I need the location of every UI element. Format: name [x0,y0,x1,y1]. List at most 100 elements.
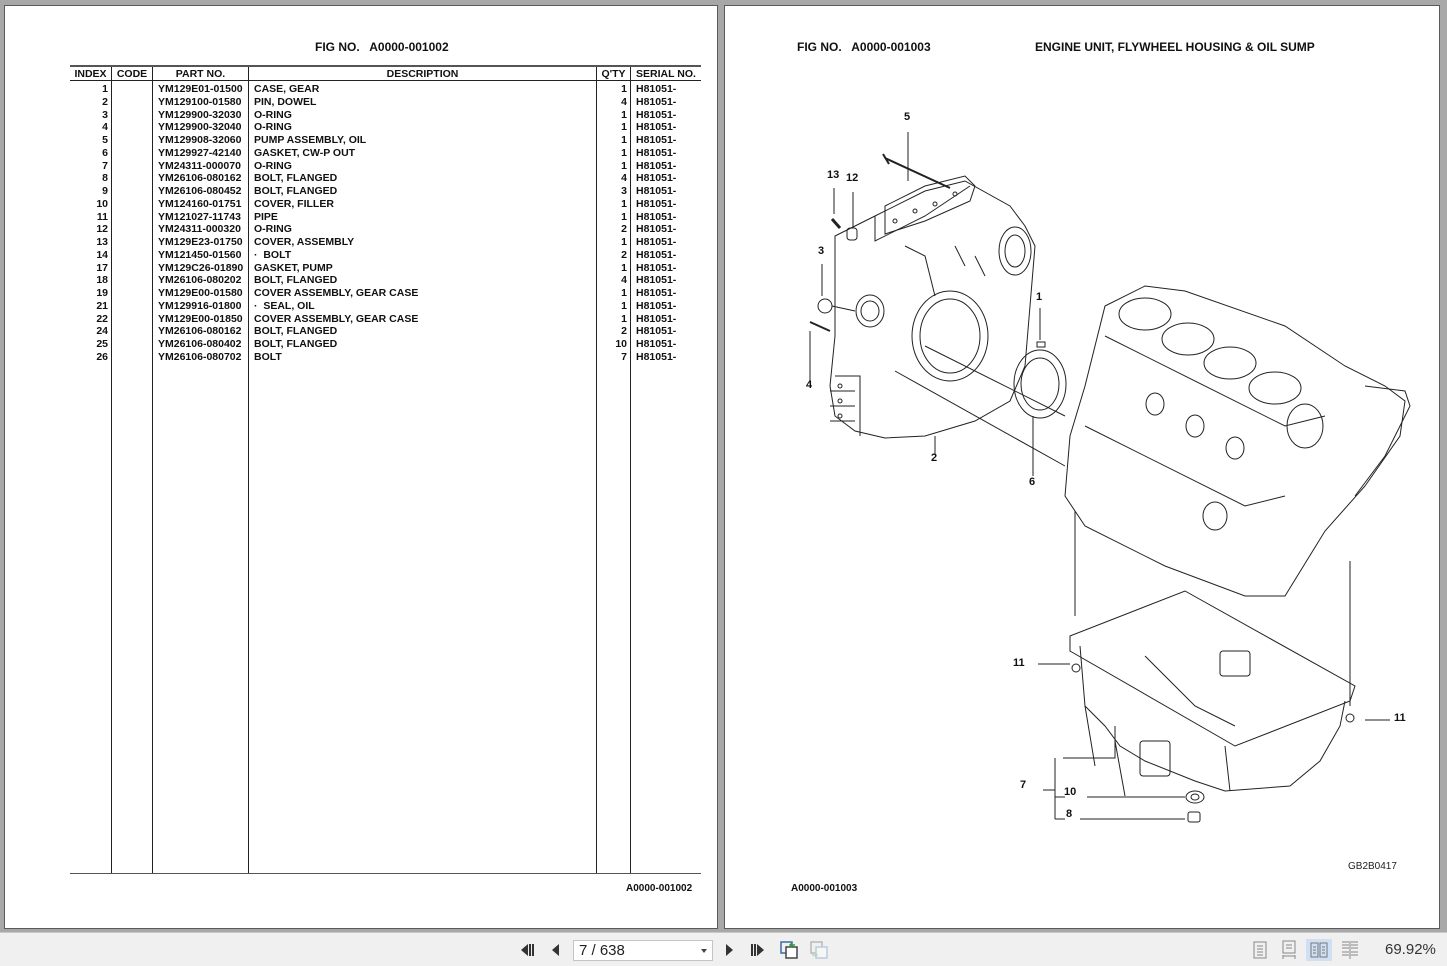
cell-index: 26 [96,350,108,363]
cell-qty: 1 [621,134,627,146]
cell-index: 14 [96,248,108,261]
page-footer-code: A0000-001002 [626,883,693,894]
cell-qty: 1 [621,121,627,134]
callout-1: 1 [1036,291,1043,303]
continuous-page-icon [1282,940,1296,959]
last-page-icon [751,944,764,956]
cell-index: 4 [102,121,108,134]
cell-index: 21 [96,299,108,312]
cell-part-no: YM129927-42140 [158,146,242,159]
last-page-button[interactable] [747,939,769,961]
cell-index: 22 [96,312,108,325]
cell-qty: 2 [621,248,627,261]
zoom-level[interactable]: 69.92% [1385,941,1436,958]
fig-number: FIG NO. A0000-001003 [797,40,931,54]
cell-qty: 1 [621,299,627,312]
cell-serial: H81051- [636,325,677,338]
next-page-button[interactable] [721,939,739,961]
cell-serial: H81051- [636,274,677,287]
page-number-select[interactable]: 7 / 638 [573,940,713,961]
cell-description: GASKET, CW-P OUT [254,146,356,159]
cell-serial: H81051- [636,159,677,172]
cell-index: 13 [96,236,108,248]
cell-description: BOLT, FLANGED [254,325,338,338]
cell-qty: 1 [621,83,627,95]
cell-qty: 4 [621,274,627,287]
continuous-facing-view-button[interactable] [1339,939,1361,961]
cell-index: 7 [102,159,108,172]
cell-part-no: YM124160-01751 [158,197,242,210]
cell-description: COVER, ASSEMBLY [254,236,355,248]
cell-part-no: YM129E00-01580 [158,287,243,299]
col-header-index: INDEX [74,68,107,80]
cell-qty: 4 [621,95,627,108]
cell-serial: H81051- [636,248,677,261]
previous-view-button[interactable] [778,939,800,961]
cell-part-no: YM26106-080162 [158,325,242,338]
cell-serial: H81051- [636,172,677,185]
single-page-view-button[interactable] [1249,939,1271,961]
cell-serial: H81051- [636,95,677,108]
cell-description: · SEAL, OIL [254,299,315,312]
cell-serial: H81051- [636,350,677,363]
cell-qty: 1 [621,287,627,299]
col-header-code: CODE [116,68,148,80]
facing-pages-view-button[interactable] [1306,939,1332,961]
previous-view-icon [780,941,798,959]
chevron-down-icon [701,949,707,953]
cell-description: PUMP ASSEMBLY, OIL [254,134,367,146]
cell-part-no: YM129908-32060 [158,134,242,146]
cell-index: 8 [102,172,108,185]
page-right: FIG NO. A0000-001003 ENGINE UNIT, FLYWHE… [724,5,1440,929]
parts-table: INDEX CODE PART NO. DESCRIPTION Q'TY SER… [70,65,701,874]
document-viewport[interactable]: FIG NO. A0000-001002 INDEX CODE PART NO.… [0,0,1447,932]
cell-serial: H81051- [636,146,677,159]
cell-part-no: YM121450-01560 [158,248,242,261]
cell-part-no: YM24311-000320 [158,223,241,236]
cell-index: 25 [96,338,108,350]
page-left: FIG NO. A0000-001002 INDEX CODE PART NO.… [4,5,718,929]
callout-2: 2 [931,452,938,464]
next-page-icon [726,944,733,956]
cell-index: 17 [96,261,108,274]
cell-part-no: YM129100-01580 [158,95,242,108]
cell-serial: H81051- [636,210,677,223]
col-header-qty: Q'TY [601,68,626,80]
cell-part-no: YM129E00-01850 [158,312,243,325]
next-view-button[interactable] [808,939,830,961]
cell-serial: H81051- [636,121,677,134]
cell-part-no: YM26106-080702 [158,350,242,363]
exploded-parts-diagram [809,132,1411,823]
page-indicator: 7 / 638 [579,942,625,959]
cell-serial: H81051- [636,299,677,312]
cell-description: COVER, FILLER [254,197,334,210]
continuous-view-button[interactable] [1278,939,1300,961]
cell-part-no: YM129C26-01890 [158,261,244,274]
engine-block-drawing [1064,285,1411,706]
cell-description: BOLT [254,350,282,363]
callout-13: 13 [827,169,840,181]
continuous-facing-icon [1342,941,1358,959]
previous-page-button[interactable] [546,939,564,961]
fig-number: FIG NO. A0000-001002 [315,40,449,54]
cell-part-no: YM129E01-01500 [158,83,243,95]
facing-pages-icon [1310,942,1328,958]
first-page-button[interactable] [516,939,538,961]
single-page-icon [1253,941,1267,959]
cell-description: BOLT, FLANGED [254,172,338,185]
cell-part-no: YM26106-080452 [158,185,242,197]
callout-11-left: 11 [1013,657,1025,669]
cell-part-no: YM24311-000070 [158,159,241,172]
cell-qty: 1 [621,236,627,248]
